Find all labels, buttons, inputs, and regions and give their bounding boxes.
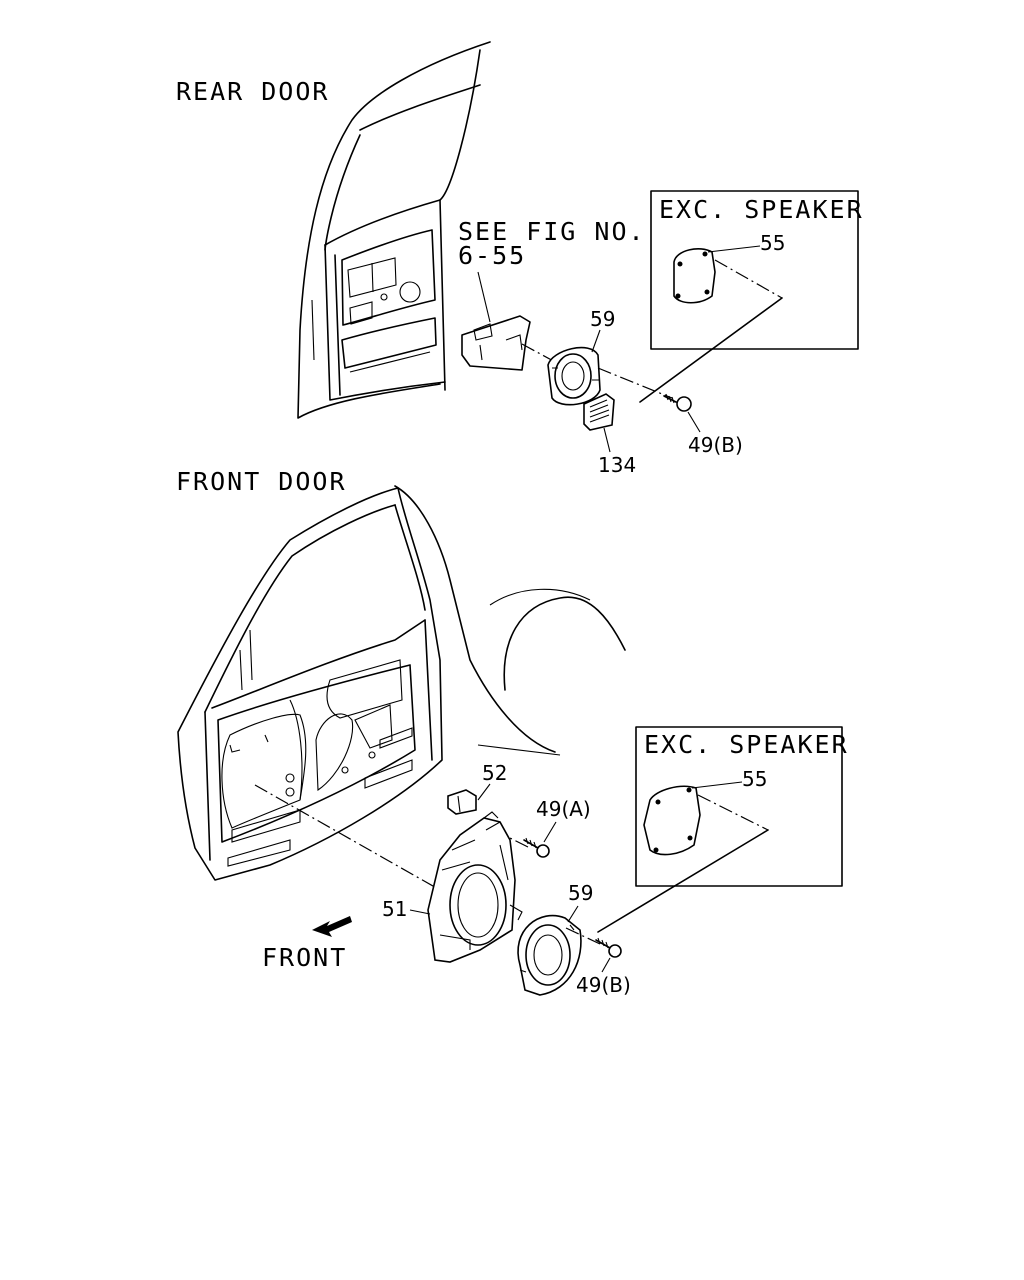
front-clip-part-number: 52 [482, 761, 507, 785]
vehicle-body-outline [394, 485, 626, 756]
svg-text:EXC. SPEAKER: EXC. SPEAKER [644, 730, 849, 759]
front-exc-speaker-box: EXC. SPEAKER 55 [635, 726, 849, 887]
rear-door-title: REAR DOOR [176, 77, 329, 106]
rear-exc-speaker-box: EXC. SPEAKER 55 [650, 190, 864, 350]
front-door-panel [177, 487, 443, 881]
front-direction-label: FRONT [262, 943, 347, 972]
front-callout-leader [597, 829, 769, 933]
front-screw-b-leader [601, 957, 611, 973]
front-direction-arrow-icon [312, 916, 352, 937]
front-door-title: FRONT DOOR [176, 467, 347, 496]
front-screw-a-leader [543, 821, 557, 843]
svg-text:EXC. SPEAKER: EXC. SPEAKER [659, 195, 864, 224]
front-bracket-leader [409, 909, 431, 915]
svg-text:6-55: 6-55 [458, 241, 526, 270]
rear-assembly-line [521, 343, 571, 371]
rear-screw [663, 393, 692, 412]
rear-cover-part-number: 55 [760, 231, 785, 255]
rear-speaker-leader [591, 329, 601, 353]
front-clip-leader [477, 783, 491, 801]
front-speaker-part-number: 59 [568, 881, 593, 905]
rear-speaker-bracket [461, 315, 531, 371]
front-speaker-leader [567, 905, 579, 923]
rear-speaker [547, 346, 601, 406]
front-screw-b-part-number: 49(B) [576, 973, 631, 997]
front-screw-b [565, 927, 622, 958]
rear-grille [583, 393, 615, 431]
front-cover-part-number: 55 [742, 767, 767, 791]
rear-screw-line [597, 367, 673, 399]
svg-text:SEE FIG NO.: SEE FIG NO. [458, 217, 646, 246]
rear-grille-leader [603, 427, 611, 453]
rear-screw-leader [687, 411, 701, 433]
front-screw-a [493, 829, 550, 858]
rear-door-panel [297, 41, 491, 419]
rear-speaker-part-number: 59 [590, 307, 615, 331]
see-fig-note: SEE FIG NO. 6-55 [458, 217, 646, 323]
rear-grille-part-number: 134 [598, 453, 636, 477]
front-clip [447, 789, 477, 815]
front-speaker-bracket [427, 811, 523, 963]
front-screw-a-part-number: 49(A) [536, 797, 591, 821]
rear-callout-leader [639, 297, 783, 403]
rear-screw-part-number: 49(B) [688, 433, 743, 457]
front-speaker [517, 914, 582, 996]
front-assembly-line [254, 784, 441, 891]
front-bracket-part-number: 51 [382, 897, 407, 921]
